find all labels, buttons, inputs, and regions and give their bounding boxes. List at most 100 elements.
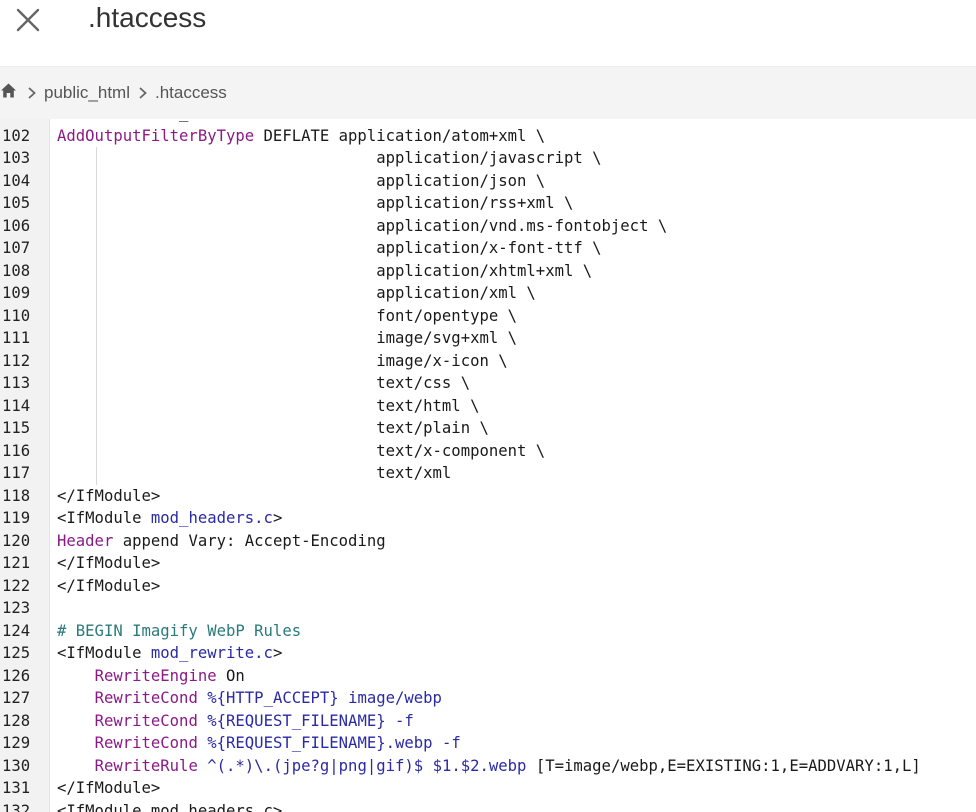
code-line[interactable]: 119<IfModule mod_headers.c> [0,507,976,530]
chevron-right-icon [27,86,37,100]
code-line[interactable]: 125 <IfModule mod_rewrite.c> [0,642,976,665]
code-line[interactable]: 130 RewriteRule ^(.*)\.(jpe?g|png|gif)$ … [0,755,976,778]
line-number: 116 [2,441,31,460]
code-token: <IfModule mod_headers.c> [57,801,283,812]
code-token: mod_headers.c [150,509,273,527]
code-token: RewriteEngine [94,666,217,685]
code-line[interactable]: 108 application/xhtml+xml \ [0,259,976,282]
code-line[interactable]: 124 # BEGIN Imagify WebP Rules [0,620,976,643]
line-number: 118 [2,486,31,505]
code-line[interactable]: 109 application/xml \ [0,282,976,305]
code-line[interactable]: 104 application/json \ [0,169,976,192]
line-number: 130 [2,756,31,775]
indent-guide [96,214,97,237]
code-line[interactable]: 126 RewriteEngine On [0,665,976,688]
line-number: 110 [2,306,31,325]
code-line[interactable]: 120 Header append Vary: Accept-Encoding [0,530,976,553]
code-text: <IfModule mod_rewrite.c> [57,642,282,665]
line-number: 119 [2,509,31,527]
code-token: <IfModule mod_filter.c> [57,119,273,122]
code-token: text/css \ [57,374,471,392]
code-token: application/xhtml+xml \ [57,261,593,280]
line-number: 109 [2,284,31,302]
code-token: append Vary: Accept-Encoding [113,531,386,550]
code-line[interactable]: 117 text/xml [0,462,976,485]
code-token: RewriteCond [94,734,198,752]
code-editor[interactable]: 101<IfModule mod_filter.c>102AddOutputFi… [0,119,976,812]
code-line[interactable]: 114 text/html \ [0,394,976,417]
file-title: .htaccess [88,2,207,33]
line-number: 105 [2,194,31,212]
code-text: text/xml [57,462,451,485]
line-number: 129 [2,734,31,752]
code-text: </IfModule> [57,777,160,800]
code-token: </IfModule> [57,779,161,797]
indent-guide [96,394,97,417]
code-line[interactable]: 128 RewriteCond %{REQUEST_FILENAME} -f [0,710,976,733]
code-token [198,712,207,730]
line-number: 103 [2,149,31,167]
code-line[interactable]: 116 text/x-component \ [0,439,976,462]
code-text: image/x-icon \ [57,350,507,373]
code-token [57,757,95,775]
code-line[interactable]: 113 text/css \ [0,372,976,395]
code-token: RewriteCond [94,689,198,707]
code-line[interactable]: 101<IfModule mod_filter.c> [0,119,976,125]
close-icon [13,5,43,35]
code-lines[interactable]: 101<IfModule mod_filter.c>102AddOutputFi… [0,119,976,812]
line-number: 125 [2,644,31,662]
code-token: application/xml \ [57,284,536,302]
code-line[interactable]: 110 font/opentype \ [0,304,976,327]
code-token: <IfModule [57,644,151,662]
code-line[interactable]: 122</IfModule> [0,575,976,598]
indent-guide [96,237,97,260]
code-token: [T=image/webp,E=EXISTING:1,E=ADDVARY:1,L… [526,756,921,775]
indent-guide [96,372,97,395]
line-number: 106 [2,216,31,235]
line-number-gutter [0,119,50,812]
code-line[interactable]: 111 image/svg+xml \ [0,327,976,350]
code-token [57,712,95,730]
code-text: <IfModule mod_headers.c> [57,800,282,812]
indent-guide [96,147,97,170]
code-text: </IfModule> [57,552,160,575]
home-button[interactable] [0,83,17,102]
code-token: $1.$2.webp [432,756,527,775]
code-text: RewriteCond %{HTTP_ACCEPT} image/webp [57,687,442,710]
code-token: RewriteRule [94,756,198,775]
indent-guide [96,192,97,215]
code-text: Header append Vary: Accept-Encoding [57,530,386,553]
code-line[interactable]: 132<IfModule mod_headers.c> [0,800,976,812]
close-button[interactable] [13,5,43,35]
code-line[interactable]: 131</IfModule> [0,777,976,800]
code-token: Header [57,531,114,550]
line-number: 120 [2,531,31,550]
code-token: > [272,509,283,527]
code-line[interactable]: 123 [0,597,976,620]
breadcrumb-item-public-html[interactable]: public_html [44,83,130,102]
code-line[interactable]: 121</IfModule> [0,552,976,575]
code-token [57,689,95,707]
code-line[interactable]: 115 text/plain \ [0,417,976,440]
code-line[interactable]: 103 application/javascript \ [0,147,976,170]
code-token: text/plain \ [57,419,489,437]
code-line[interactable]: 106 application/vnd.ms-fontobject \ [0,214,976,238]
code-line[interactable]: 112 image/x-icon \ [0,349,976,373]
code-token: -f [441,734,461,752]
code-line[interactable]: 118</IfModule> [0,485,976,508]
code-text: application/vnd.ms-fontobject \ [57,215,667,238]
code-line[interactable]: 127 RewriteCond %{HTTP_ACCEPT} image/web… [0,687,976,710]
line-number: 111 [2,329,31,347]
indent-guide [96,259,97,282]
line-number: 124 [2,621,31,640]
code-line[interactable]: 129 RewriteCond %{REQUEST_FILENAME}.webp… [0,732,976,755]
chevron-right-icon [138,86,148,100]
code-text: # BEGIN Imagify WebP Rules [57,620,301,643]
code-line[interactable]: 105 application/rss+xml \ [0,192,976,215]
line-number: 113 [2,374,31,392]
code-text: RewriteRule ^(.*)\.(jpe?g|png|gif)$ $1.$… [57,755,921,778]
code-line[interactable]: 107 application/x-font-ttf \ [0,237,976,260]
code-token: > [272,644,283,662]
code-token [198,689,207,707]
